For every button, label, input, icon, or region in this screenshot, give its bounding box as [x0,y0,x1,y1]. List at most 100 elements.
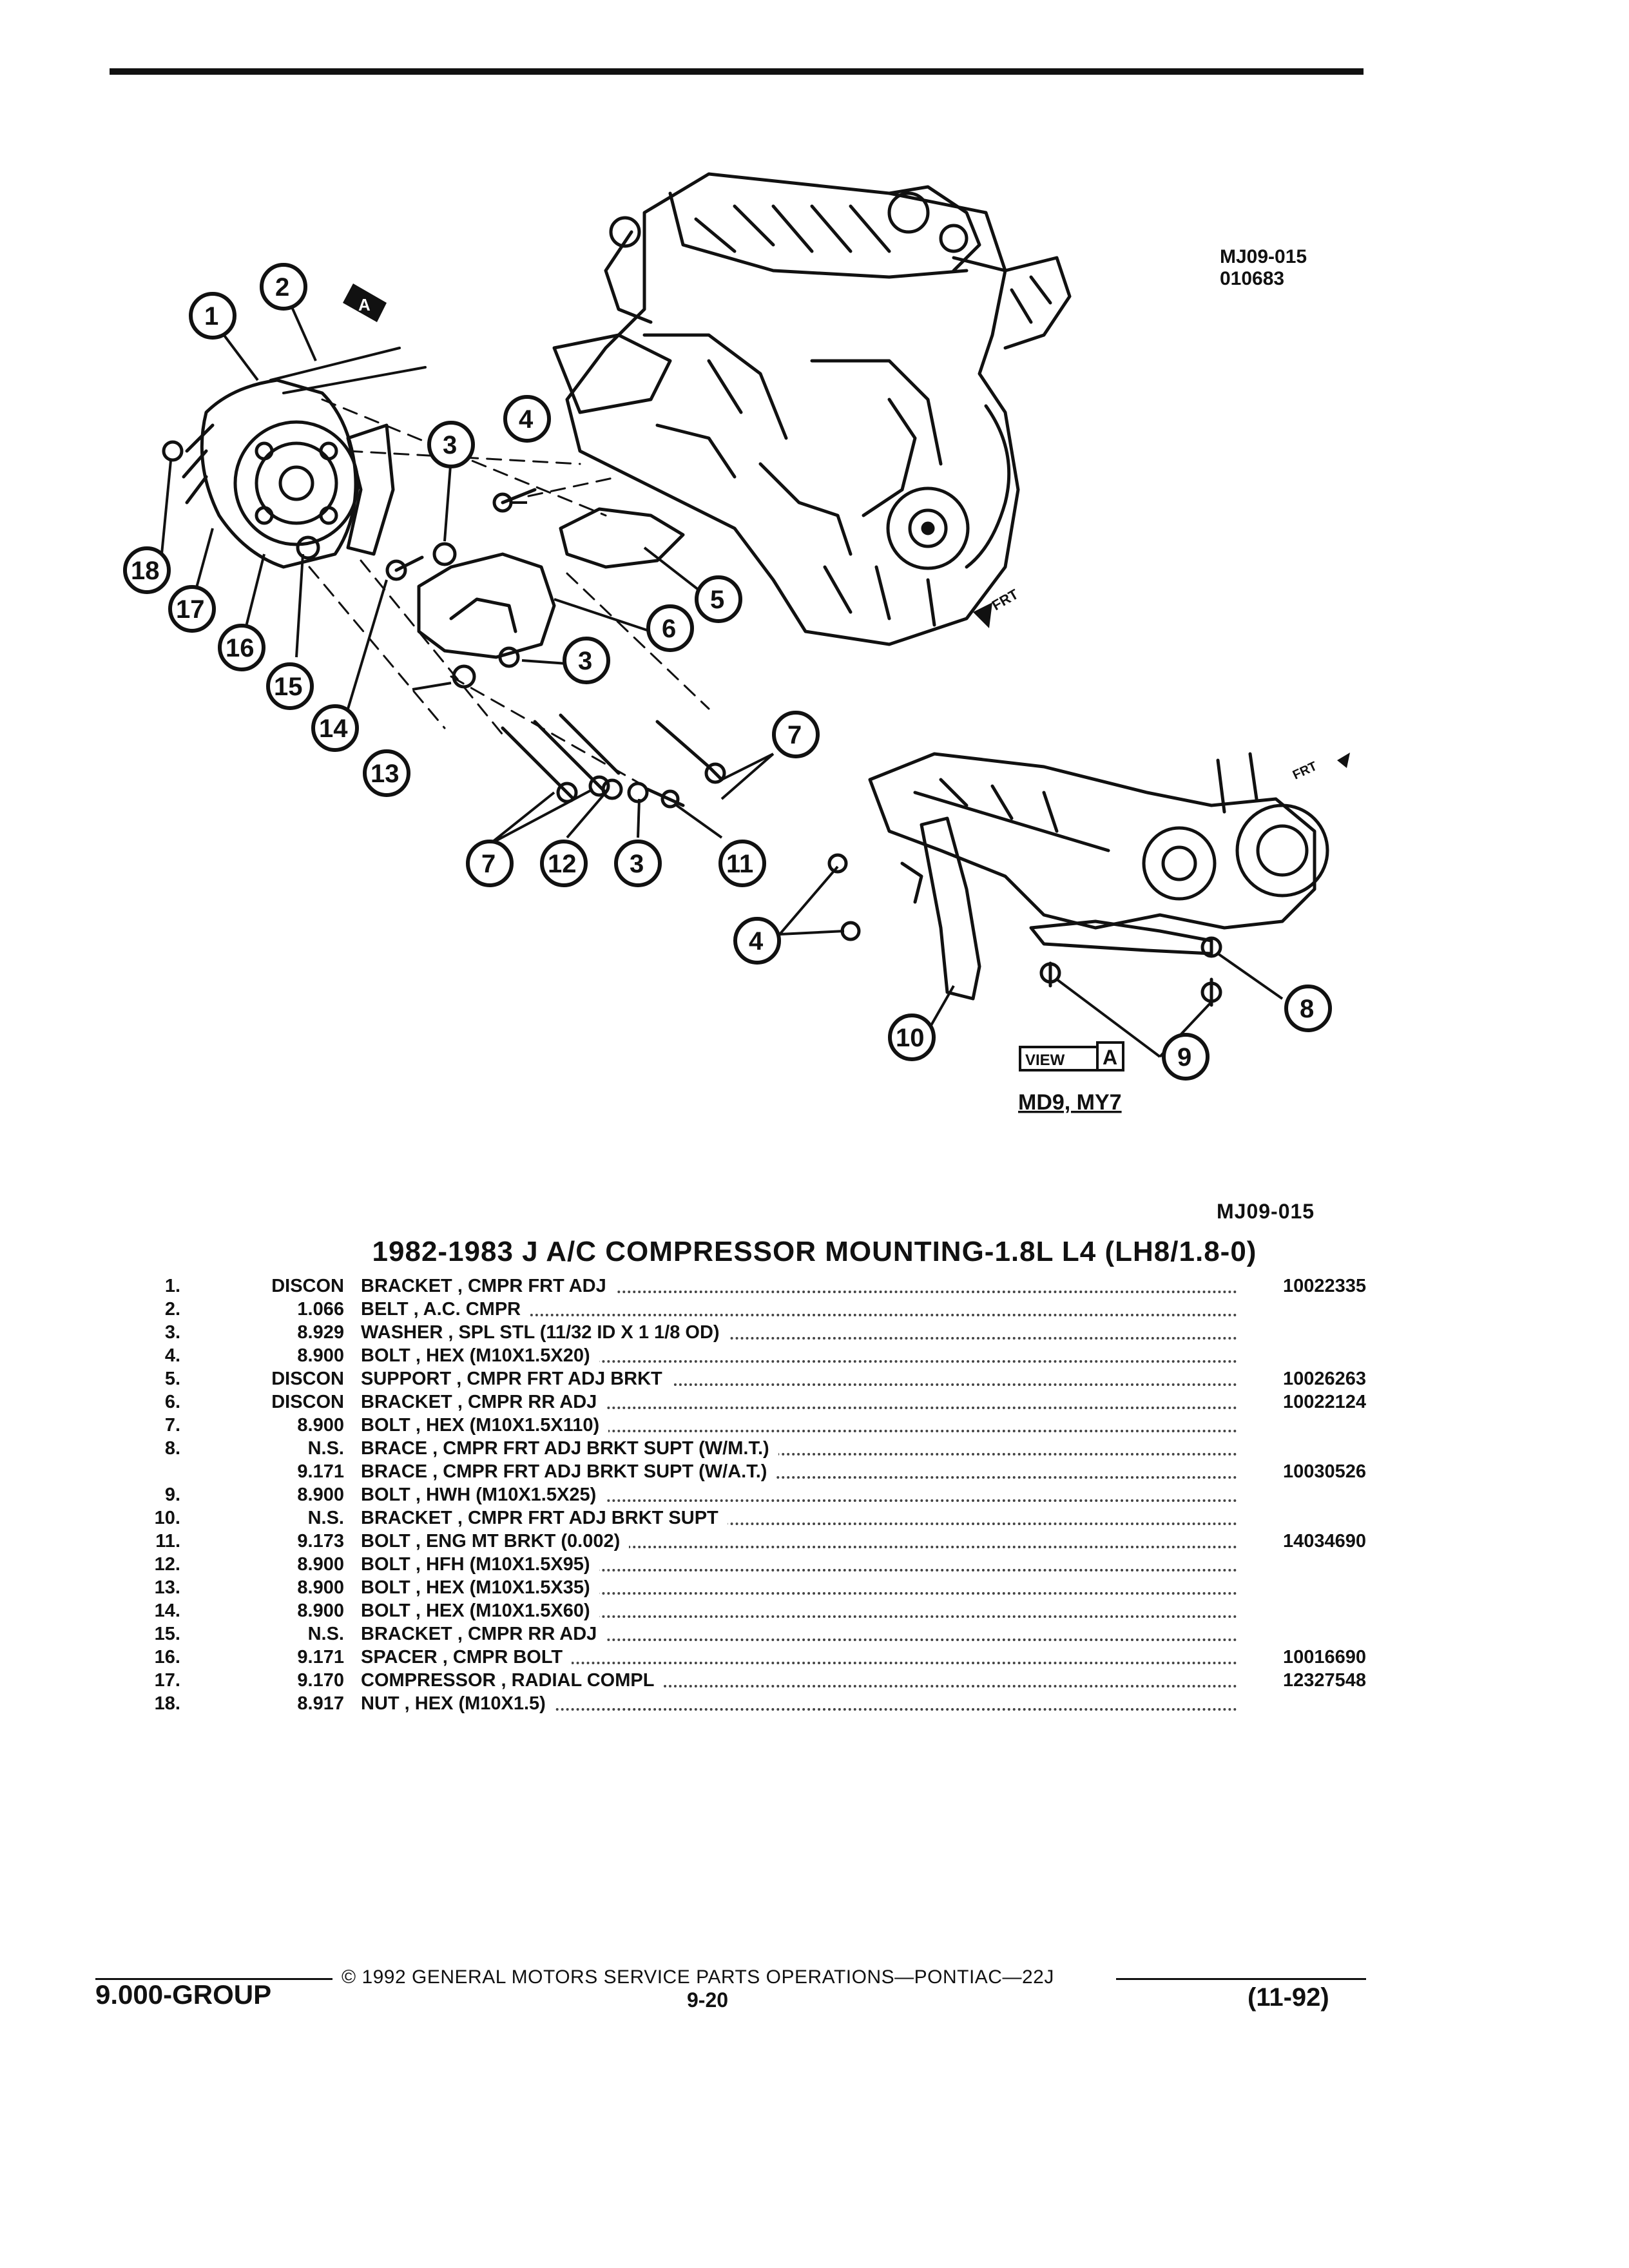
part-description: BOLT , HWH (M10X1.5X25) [361,1483,1250,1506]
table-row: 8.N.S.BRACE , CMPR FRT ADJ BRKT SUPT (W/… [122,1437,1366,1460]
part-number: 10026263 [1282,1369,1366,1389]
part-number: 12327548 [1282,1670,1366,1691]
bracket-6-drawing [417,552,556,659]
view-a-marker: A [343,284,387,322]
part-description: BOLT , HEX (M10X1.5X110) [361,1414,1250,1437]
leader-dots [361,1639,1237,1641]
part-group: 8.900 [297,1600,344,1621]
front-arrow-view-a-label: FRT [1291,759,1320,782]
view-a-word: VIEW [1025,1052,1065,1069]
reference-code: MJ09-015 [1217,1200,1315,1223]
part-number-index: 17. [154,1670,180,1691]
part-group: 8.900 [297,1345,344,1366]
leader-dots [361,1569,1237,1571]
part-number-index: 15. [154,1624,180,1644]
part-number-index: 4. [164,1345,180,1366]
callout-3a: 3 [427,421,475,468]
leader-dots [361,1615,1237,1618]
compressor-drawing [162,378,360,569]
part-group: 8.900 [297,1554,344,1575]
callout-9: 9 [1162,1033,1210,1081]
svg-text:17: 17 [176,595,205,624]
svg-text:3: 3 [578,647,592,675]
svg-text:7: 7 [787,721,802,749]
leader-dots [361,1383,1237,1386]
leader-dots [361,1337,1237,1340]
part-number-index: 14. [154,1600,180,1621]
part-group: 8.900 [297,1485,344,1505]
part-description: BRACE , CMPR FRT ADJ BRKT SUPT (W/A.T.) [361,1460,1250,1483]
callout-3b: 3 [563,637,610,684]
exploded-view-illustration: A FRT FRT 1 2 3 4 5 6 3 7 7 12 3 11 13 1… [123,172,1350,1115]
part-description: BOLT , HEX (M10X1.5X35) [361,1576,1250,1599]
leader-dots [361,1708,1237,1711]
front-arrow: FRT [973,586,1021,628]
svg-text:18: 18 [131,557,160,585]
callout-4a: 4 [503,395,551,443]
callout-15: 15 [266,662,314,710]
callout-13: 13 [363,749,410,797]
front-arrow-label: FRT [989,586,1021,613]
part-number-index: 16. [154,1647,180,1667]
leader-dots [361,1592,1237,1595]
part-number-index: 7. [164,1415,180,1436]
washer-drawing [432,542,457,566]
part-number-index: 11. [155,1531,180,1552]
callout-14: 14 [311,704,359,752]
part-group: DISCON [271,1369,344,1389]
view-a-marker-letter: A [358,295,371,314]
variant-label: MD9, MY7 [1018,1090,1122,1115]
drawing-date-code: 010683 [1220,268,1285,289]
leader-dots [361,1314,1237,1316]
svg-text:16: 16 [226,634,255,662]
table-row: 15.N.S.BRACKET , CMPR RR ADJ [122,1622,1366,1646]
callout-16: 16 [218,624,265,671]
svg-text:9: 9 [1177,1043,1191,1072]
leader-dots [361,1476,1237,1479]
view-a-letter: A [1103,1046,1117,1069]
callout-10: 10 [888,1014,936,1061]
callout-12: 12 [540,840,588,887]
footer-copyright: © 1992 GENERAL MOTORS SERVICE PARTS OPER… [342,1966,1054,1988]
part-description: BRACE , CMPR FRT ADJ BRKT SUPT (W/M.T.) [361,1437,1250,1460]
callout-2: 2 [260,263,307,311]
svg-text:7: 7 [481,850,496,878]
part-group: 8.929 [297,1322,344,1343]
part-description: BOLT , HFH (M10X1.5X95) [361,1553,1250,1576]
part-number: 14034690 [1282,1531,1366,1552]
drawing-code: MJ09-015 [1220,246,1307,267]
svg-text:13: 13 [371,760,400,788]
part-group: DISCON [271,1392,344,1412]
part-group: N.S. [307,1438,344,1459]
part-group: 9.171 [297,1461,344,1482]
svg-text:2: 2 [275,273,289,302]
callout-7b: 7 [466,840,514,887]
part-description: BOLT , ENG MT BRKT (0.002) [361,1530,1250,1553]
leader-dots [361,1407,1237,1409]
footer-date: (11-92) [1248,1983,1329,2012]
part-number-index: 10. [154,1508,180,1528]
footer-rule-right [1116,1978,1366,1980]
leader-dots [361,1685,1237,1687]
part-description: WASHER , SPL STL (11/32 ID X 1 1/8 OD) [361,1321,1250,1344]
svg-text:15: 15 [274,673,303,701]
callout-6: 6 [646,604,694,652]
part-group: N.S. [307,1508,344,1528]
footer-page-number: 9-20 [687,1988,729,2012]
part-number: 10022124 [1282,1392,1366,1412]
svg-text:4: 4 [519,405,534,434]
callout-3c: 3 [614,840,662,887]
footer-rule-left [95,1978,333,1980]
leader-dots [361,1430,1237,1432]
callout-11: 11 [718,840,766,887]
